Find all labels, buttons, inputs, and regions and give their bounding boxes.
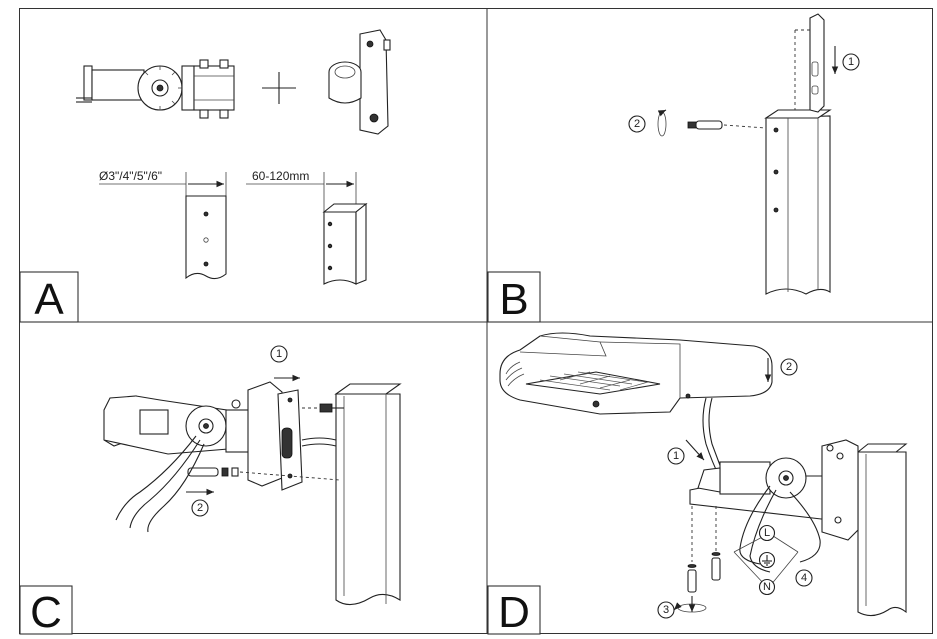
panel-b-letter: B	[499, 275, 528, 324]
bracket-assembly-c	[103, 381, 344, 533]
panel-c: C 1	[19, 345, 402, 637]
wiring	[733, 485, 821, 587]
panel-d-letter-box	[487, 585, 541, 635]
panel-b-letter-box	[487, 271, 541, 323]
step-1-arrow: 1	[831, 46, 860, 74]
dim-round-label: Ø3"/4"/5"/6"	[99, 169, 162, 183]
step-2-arrow-d: 2	[764, 358, 798, 382]
round-pole	[185, 195, 227, 280]
pole-c	[334, 383, 402, 606]
ground-symbol-icon	[762, 555, 772, 566]
panel-d: D	[487, 332, 908, 637]
panel-b-step-1: 1	[848, 56, 854, 68]
panel-a-letter: A	[34, 275, 64, 324]
pipe-adapter	[328, 29, 391, 135]
panel-b: B 1 2	[487, 13, 860, 324]
panel-c-step-2: 2	[197, 502, 203, 514]
panel-c-letter: C	[30, 588, 62, 637]
panel-d-step-4: 4	[801, 572, 807, 584]
wire-label-l: L	[764, 527, 770, 539]
plus-icon	[262, 72, 296, 104]
dim-square-label: 60-120mm	[252, 169, 309, 183]
round-pole-dimension: Ø3"/4"/5"/6"	[99, 169, 227, 196]
panel-d-letter: D	[498, 588, 530, 637]
panel-d-step-1: 1	[673, 450, 679, 462]
step-2-arrow-c: 2	[186, 488, 214, 517]
panel-d-step-3: 3	[663, 604, 669, 616]
step-4-d: 4	[795, 569, 813, 587]
step-1-arrow-c: 1	[270, 345, 300, 382]
panel-c-step-1: 1	[276, 348, 282, 360]
terminal-labels: L N	[758, 524, 776, 596]
panel-c-letter-box	[19, 585, 73, 635]
square-pole	[322, 202, 368, 285]
panel-b-step-2: 2	[634, 118, 640, 130]
panel-a-letter-box	[19, 271, 79, 323]
pole-d	[856, 443, 908, 617]
step-3-d: 3	[657, 601, 675, 619]
step-1-d: 1	[667, 439, 705, 465]
step-2-bolt: 2	[628, 109, 767, 137]
luminaire	[499, 332, 773, 415]
bracket-assembly-d	[689, 439, 859, 541]
bracket-with-dial	[76, 59, 235, 119]
panel-d-step-2: 2	[786, 361, 792, 373]
panel-a: A	[19, 29, 391, 324]
square-pole-dimension: 60-120mm	[246, 169, 357, 212]
wire-label-n: N	[763, 581, 771, 593]
square-pole-b	[764, 109, 832, 295]
screws-d	[673, 506, 721, 613]
mounting-plate	[794, 13, 825, 113]
